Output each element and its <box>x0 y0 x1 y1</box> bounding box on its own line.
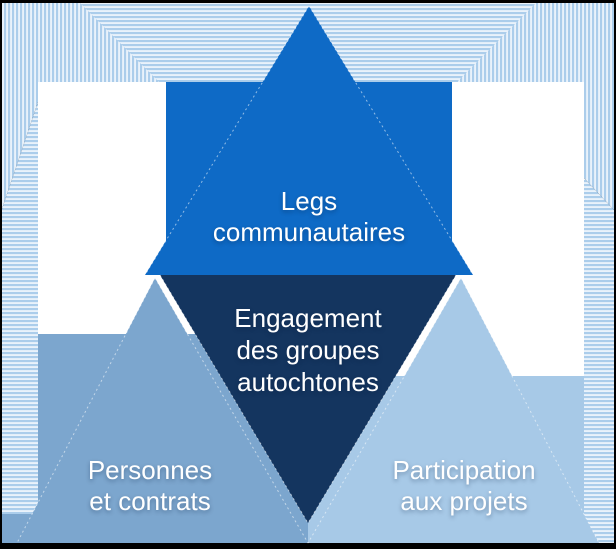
striped-left-band-upper <box>2 82 40 209</box>
bottom-left-triangle <box>17 278 308 543</box>
striped-left-band-lower <box>2 96 40 516</box>
top-triangle <box>145 6 473 275</box>
striped-right-band-upper <box>584 82 614 210</box>
striped-right-band-lower <box>584 178 614 543</box>
striped-top-right-corner <box>457 3 614 82</box>
center-triangle <box>160 275 456 523</box>
triangle-edge-lines <box>16 5 600 544</box>
striped-top-left-corner <box>2 3 159 82</box>
bottom-right-triangle <box>308 278 599 543</box>
